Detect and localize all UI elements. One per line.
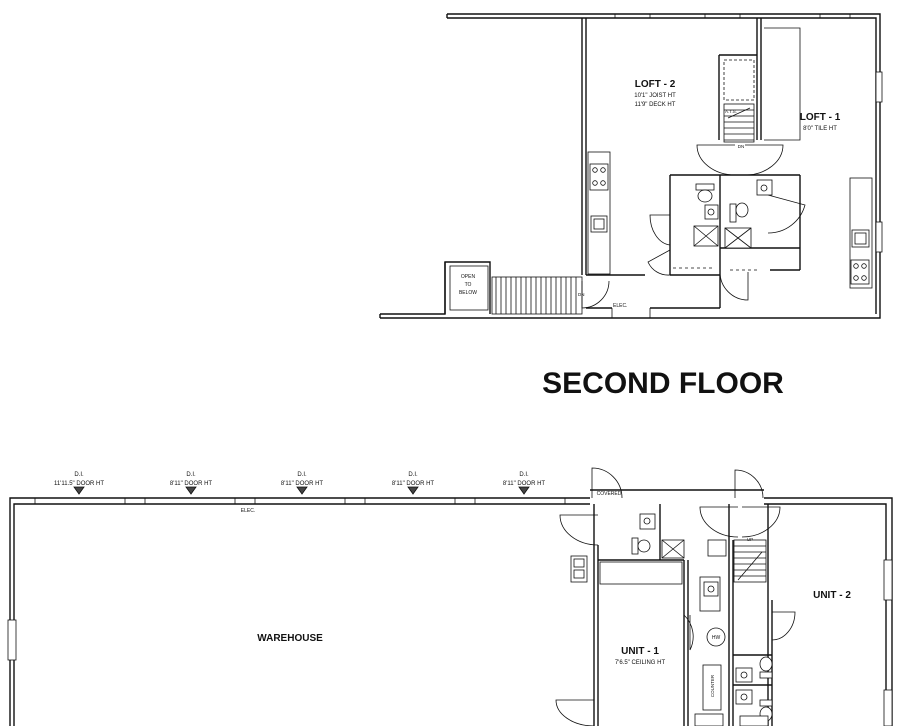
sink-icon [735, 689, 753, 705]
door-marker [518, 486, 530, 495]
warehouse-label: WAREHOUSE [257, 633, 323, 644]
second-floor-outer-wall [379, 13, 881, 319]
first-floor-elec-label: ELEC. [241, 508, 255, 514]
sink-icon [704, 204, 719, 220]
toilet-icon [729, 202, 749, 223]
counter-label: COUNTER [710, 674, 715, 697]
door-marker [296, 486, 308, 495]
open-to-below-line2: TO [465, 282, 472, 288]
first-floor-stair [733, 539, 767, 583]
door-swing [771, 611, 796, 641]
window [7, 619, 17, 661]
toilet-icon [631, 537, 651, 555]
door-swing [767, 194, 806, 234]
shower-icon [661, 539, 685, 559]
sink-icon [756, 179, 773, 196]
sink-icon [590, 215, 608, 233]
door-swing [734, 469, 764, 499]
floor-title: SECOND FLOOR [542, 367, 784, 400]
door-2-label: D.I. [186, 472, 196, 478]
door-3-height: 8'11" DOOR HT [281, 481, 324, 487]
appliance [739, 715, 769, 726]
door-swing [559, 514, 599, 546]
door-4-height: 8'11" DOOR HT [392, 481, 435, 487]
door-marker [185, 486, 197, 495]
sink-icon [570, 555, 588, 583]
door-swing [591, 467, 623, 499]
unit2-name: UNIT - 2 [813, 590, 851, 601]
door-swing [741, 506, 781, 538]
unit1-ceiling-height: 7'6.5" CEILING HT [615, 660, 666, 666]
second-floor-plan [379, 13, 883, 319]
covered-label: COVERED [597, 491, 622, 497]
appliance [707, 539, 727, 557]
door-5-height: 8'11" DOOR HT [503, 481, 546, 487]
door-1-label: D.I. [74, 472, 84, 478]
first-floor-plan [7, 467, 893, 726]
open-to-below-line1: OPEN [461, 274, 476, 280]
loft-stair [723, 59, 755, 143]
loft1-tile-height: 8'0" TILE HT [803, 126, 837, 132]
water-heater-icon [706, 627, 726, 647]
window [883, 689, 893, 726]
open-to-below-area [449, 265, 489, 311]
loft2-deck-height: 11'9" DECK HT [635, 102, 676, 108]
kitchen-counter [599, 561, 683, 585]
door-swing [699, 506, 739, 538]
sink-icon [703, 581, 719, 597]
door-swing [683, 614, 694, 651]
stair-dn-label: DN [578, 292, 585, 297]
window [875, 71, 883, 103]
shower-icon [693, 225, 719, 247]
toilet-icon [759, 656, 773, 679]
sink-icon [639, 513, 656, 530]
door-3-label: D.I. [297, 472, 307, 478]
stove-icon [850, 259, 870, 285]
door-marker [407, 486, 419, 495]
unit1-name: UNIT - 1 [621, 646, 659, 657]
loft2-name: LOFT - 2 [635, 79, 676, 90]
door-swing [744, 144, 784, 176]
counter-area [702, 664, 722, 711]
loft2-joist-height: 10'1" JOIST HT [634, 93, 676, 99]
window [883, 559, 893, 601]
door-swing [581, 280, 610, 309]
loft1-name: LOFT - 1 [800, 112, 841, 123]
door-marker [73, 486, 85, 495]
door-swing [647, 249, 671, 276]
shower-icon [724, 227, 752, 249]
door-2-height: 8'11" DOOR HT [170, 481, 213, 487]
second-floor-elec-label: ELEC. [613, 303, 627, 309]
sink-icon [735, 667, 753, 683]
stair-up-label: UP [747, 537, 753, 542]
door-swing [719, 271, 749, 301]
door-4-label: D.I. [408, 472, 418, 478]
door-swing [649, 214, 671, 246]
toilet-icon [695, 183, 715, 203]
loft-partition-wall [581, 18, 587, 275]
open-to-below-line3: BELOW [459, 290, 477, 296]
second-floor-stair [491, 276, 583, 315]
door-5-label: D.I. [519, 472, 529, 478]
stove-icon [589, 163, 609, 191]
ats-label: A.T.S. [725, 109, 737, 114]
loft-stair-dn-label: DN [738, 144, 745, 149]
door-swing [696, 144, 736, 176]
appliance [694, 713, 724, 726]
window [875, 221, 883, 253]
door-swing [555, 699, 595, 726]
water-heater-label: HW [712, 635, 721, 641]
door-1-height: 11'11.5" DOOR HT [54, 481, 104, 487]
sink-icon [851, 229, 870, 248]
first-floor-outer-wall [9, 497, 893, 726]
